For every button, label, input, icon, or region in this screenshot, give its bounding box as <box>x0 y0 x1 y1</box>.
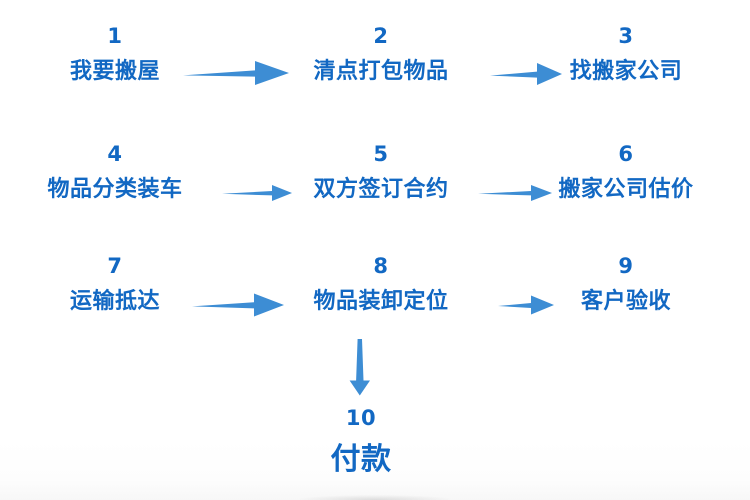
step-number: 10 <box>345 406 377 430</box>
step-number: 2 <box>373 24 389 48</box>
flow-step-1[interactable]: 1 我要搬屋 <box>70 26 160 83</box>
step-number: 8 <box>373 254 389 278</box>
flow-step-5[interactable]: 5 双方签订合约 <box>313 144 448 201</box>
step-label: 找搬家公司 <box>569 59 683 84</box>
flow-step-7[interactable]: 7 运输抵达 <box>70 256 160 313</box>
step-label: 客户验收 <box>580 289 672 314</box>
step-label: 物品分类装车 <box>47 177 183 202</box>
step-number: 1 <box>107 24 123 48</box>
arrow-step-8-to-10 <box>345 339 375 397</box>
step-label: 付款 <box>330 442 392 477</box>
arrow-step-2-to-3 <box>490 60 564 88</box>
flow-step-3[interactable]: 3 找搬家公司 <box>570 26 683 83</box>
flow-step-2[interactable]: 2 清点打包物品 <box>313 26 448 83</box>
step-number: 6 <box>618 142 634 166</box>
step-label: 物品装卸定位 <box>313 289 449 314</box>
step-number: 9 <box>618 254 634 278</box>
step-label: 运输抵达 <box>69 289 161 314</box>
arrow-step-1-to-2 <box>183 58 291 88</box>
flow-step-4[interactable]: 4 物品分类装车 <box>47 144 182 201</box>
step-label: 我要搬屋 <box>69 59 161 84</box>
arrow-step-7-to-8 <box>192 291 286 319</box>
step-number: 5 <box>373 142 389 166</box>
step-label: 搬家公司估价 <box>558 177 694 202</box>
step-label: 双方签订合约 <box>313 177 449 202</box>
arrow-step-5-to-6 <box>478 182 554 204</box>
bottom-edge-artifact <box>300 495 450 500</box>
step-number: 4 <box>107 142 123 166</box>
arrow-step-4-to-5 <box>222 182 294 204</box>
step-label: 清点打包物品 <box>313 59 449 84</box>
step-number: 3 <box>618 24 634 48</box>
step-number: 7 <box>107 254 123 278</box>
flow-step-6[interactable]: 6 搬家公司估价 <box>558 144 693 201</box>
flow-step-9[interactable]: 9 客户验收 <box>581 256 671 313</box>
flow-step-8[interactable]: 8 物品装卸定位 <box>313 256 448 313</box>
flow-step-10[interactable]: 10 付款 <box>331 408 392 475</box>
arrow-step-8-to-9 <box>498 293 556 317</box>
